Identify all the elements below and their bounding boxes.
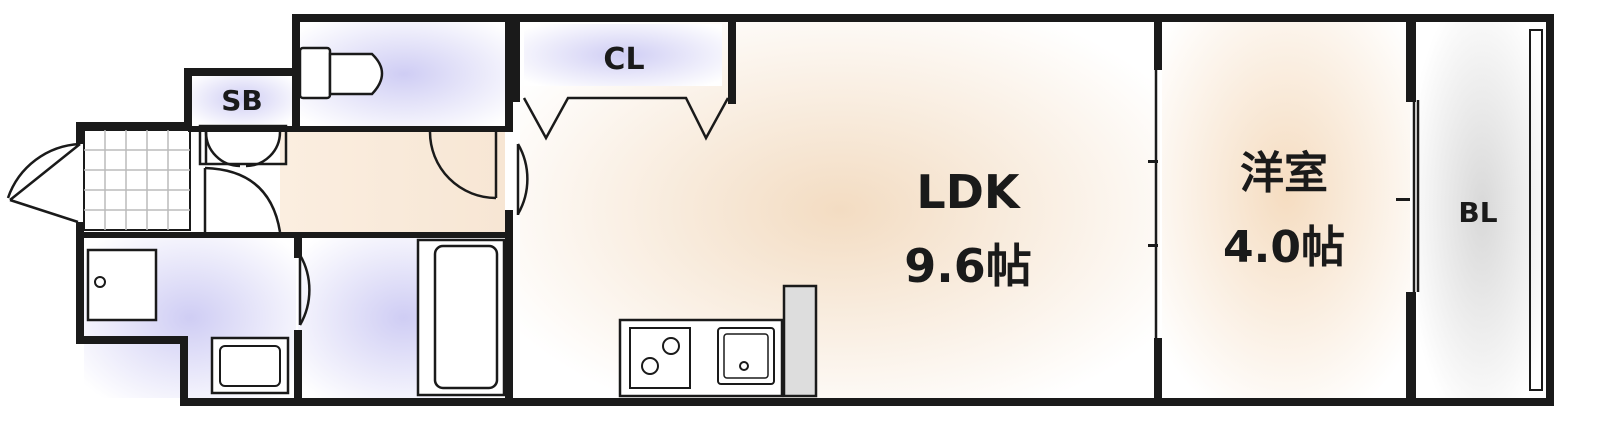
bathtub [416,238,506,397]
closet-label: CL [603,42,644,77]
toilet [298,46,384,100]
hallway-floor [280,128,505,232]
ldk-size-label: 9.6帖 [904,239,1032,293]
balcony-label: BL [1458,196,1497,229]
ldk-name-label: LDK [916,165,1021,219]
outer-walls [76,14,1554,406]
entrance-tile [83,129,191,231]
western-room-size-label: 4.0帖 [1223,222,1345,273]
western-room-name-label: 洋室 [1240,148,1328,199]
western-room-floor [1162,22,1410,398]
closet-floor [524,24,722,86]
interior-walls [84,22,1416,402]
balcony-floor [1418,22,1546,398]
entry-door [6,142,81,224]
balcony-railing [1529,29,1543,391]
washing-machine-pan [210,336,290,395]
washbasin [86,248,158,322]
shoe-box-label: SB [221,84,263,117]
kitchen-counter [618,284,818,398]
shoe-box-floor [192,74,292,124]
doors [203,70,1420,338]
